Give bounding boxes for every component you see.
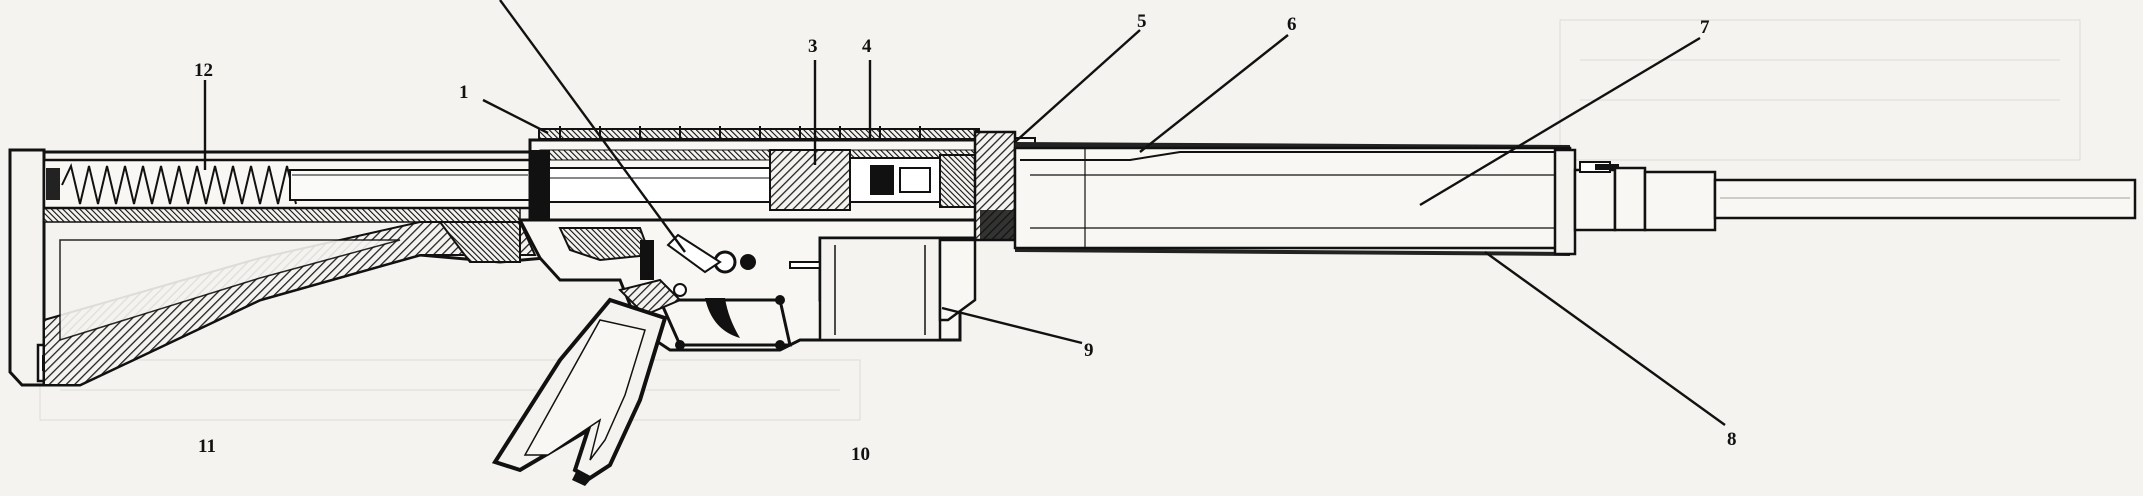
callout-6: 6 — [1287, 14, 1297, 35]
magazine-well — [818, 236, 977, 342]
leader-9 — [941, 306, 1083, 345]
callout-7: 7 — [1700, 17, 1710, 38]
leader-7 — [1419, 36, 1701, 207]
upper-receiver — [528, 126, 992, 222]
leader-5 — [1014, 29, 1141, 143]
callout-11: 11 — [198, 436, 216, 457]
leader-8 — [1484, 251, 1726, 426]
callout-10: 10 — [851, 444, 870, 465]
callout-1: 1 — [459, 82, 469, 103]
buffer — [289, 169, 531, 201]
callout-9: 9 — [1084, 340, 1094, 361]
callout-4: 4 — [862, 36, 872, 57]
callout-12: 12 — [194, 60, 213, 81]
barrel — [1643, 170, 2137, 232]
bleed-through-texture — [39, 19, 2081, 421]
recoil-spring — [61, 162, 297, 205]
leader-lines — [203, 0, 1726, 426]
callout-8: 8 — [1727, 429, 1737, 450]
callout-labels: 1 3 4 5 6 7 8 9 10 11 12 — [194, 11, 1737, 465]
leader-1 — [482, 98, 549, 135]
leader-2 — [499, 0, 686, 253]
handguard — [1013, 142, 1577, 256]
buttstock — [8, 148, 547, 387]
callout-5: 5 — [1137, 11, 1147, 32]
callout-3: 3 — [808, 36, 818, 57]
gas-block — [1573, 161, 1647, 232]
leader-6 — [1139, 34, 1289, 153]
pistol-grip — [491, 297, 668, 486]
